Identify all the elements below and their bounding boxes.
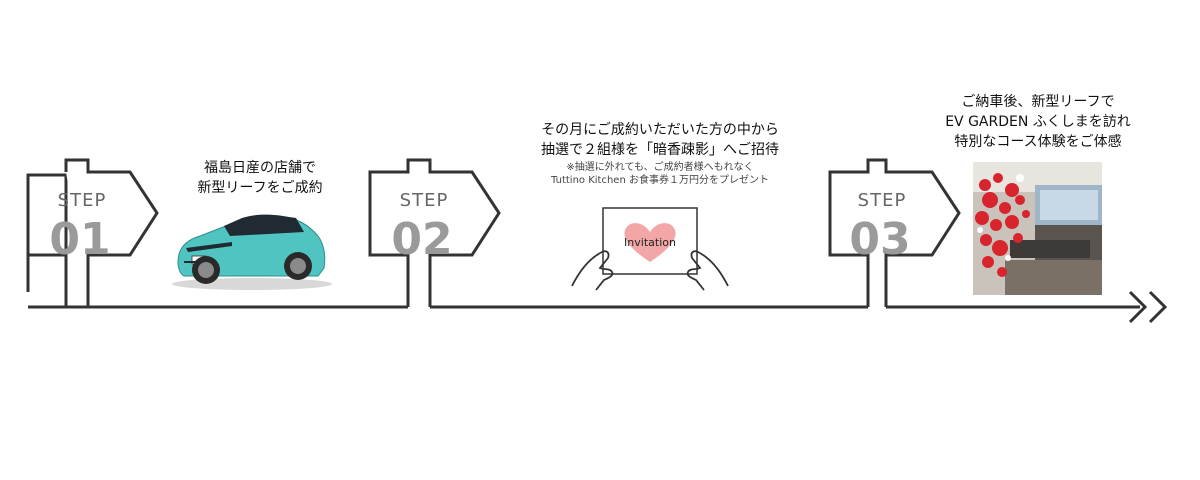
step-01-caption: 福島日産の店舗で 新型リーフをご成約 xyxy=(180,158,340,198)
step-03-label: STEP xyxy=(858,190,907,211)
step-02-label: STEP xyxy=(400,190,449,211)
step-03-caption: ご納車後、新型リーフで EV GARDEN ふくしまを訪れ 特別なコース体験をご… xyxy=(938,92,1138,152)
step-01-caption-line-2: 新型リーフをご成約 xyxy=(197,180,323,196)
right-hand-icon xyxy=(686,250,729,291)
left-hand-icon xyxy=(571,250,614,291)
step-02-note: ※抽選に外れても、ご成約者様へもれなく Tuttino Kitchen お食事券… xyxy=(510,161,810,187)
card-text: Invitation xyxy=(624,236,676,249)
step-02-caption: その月にご成約いただいた方の中から 抽選で２組様を「暗香疎影」へご招待 xyxy=(510,120,810,160)
step-02-number: 02 xyxy=(391,214,452,265)
step-01-caption-line-1: 福島日産の店舗で xyxy=(204,160,316,176)
heart-icon xyxy=(624,223,676,262)
invitation-card: Invitation xyxy=(571,207,729,291)
step-02-caption-line-2: 抽選で２組様を「暗香疎影」へご招待 xyxy=(541,142,779,158)
step-03-number: 03 xyxy=(849,214,910,265)
restaurant-photo xyxy=(973,162,1102,295)
step-02-sign: STEP 02 xyxy=(368,158,501,307)
car-image xyxy=(172,214,332,290)
step-01-label: STEP xyxy=(58,190,107,211)
step-02-note-line-1: ※抽選に外れても、ご成約者様へもれなく xyxy=(566,162,754,173)
step-03-sign: STEP 03 xyxy=(828,158,961,307)
step-01-number: 01 xyxy=(49,214,110,265)
end-arrow-icon xyxy=(1128,290,1168,324)
step-01-sign: STEP 01 xyxy=(26,158,159,307)
step-02-note-line-2: Tuttino Kitchen お食事券１万円分をプレゼント xyxy=(551,175,769,186)
step-03-caption-line-1: ご納車後、新型リーフで xyxy=(961,94,1115,110)
step-03-caption-line-3: 特別なコース体験をご体感 xyxy=(954,134,1122,150)
step-03-caption-line-2: EV GARDEN ふくしまを訪れ xyxy=(945,114,1131,130)
step-02-caption-line-1: その月にご成約いただいた方の中から xyxy=(541,122,779,138)
